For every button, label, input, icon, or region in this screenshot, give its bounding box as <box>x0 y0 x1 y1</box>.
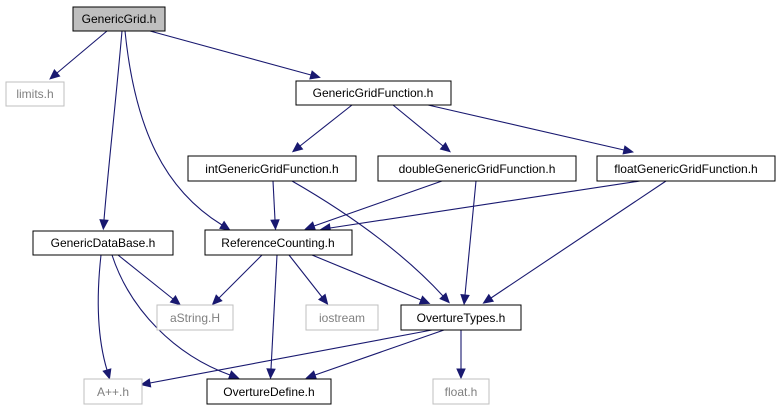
node-label: intGenericGridFunction.h <box>205 162 338 176</box>
node-label: floatGenericGridFunction.h <box>614 162 757 176</box>
nodes-layer: GenericGrid.h limits.h GenericGridFuncti… <box>5 6 776 405</box>
edge-line <box>314 329 445 376</box>
node-iostream[interactable]: iostream <box>305 304 379 331</box>
edge-referencecounting-to-overturetypes <box>311 254 431 305</box>
edge-line <box>56 30 108 74</box>
node-overturetypes[interactable]: OvertureTypes.h <box>400 304 522 331</box>
edge-line <box>149 30 312 76</box>
edge-intgenericgridfunction-to-referencecounting <box>270 180 280 231</box>
edge-genericgridfunction-to-doublegenericgridfunction <box>392 104 451 153</box>
edge-line <box>288 254 323 298</box>
edge-referencecounting-to-overturedefine <box>266 254 278 380</box>
edge-referencecounting-to-iostream <box>288 254 329 306</box>
node-overturedefine[interactable]: OvertureDefine.h <box>206 378 332 405</box>
node-label: aString.H <box>170 311 220 325</box>
arrowhead-icon <box>439 141 451 153</box>
edge-line <box>427 104 625 151</box>
edge-line <box>117 254 174 300</box>
edge-genericgridfunction-to-floatgenericgridfunction <box>427 104 635 155</box>
edge-floatgenericgridfunction-to-overturetypes <box>482 180 667 304</box>
node-label: float.h <box>445 385 478 399</box>
node-genericgrid[interactable]: GenericGrid.h <box>72 6 166 32</box>
node-aplusplus[interactable]: A++.h <box>83 378 143 405</box>
edge-line <box>218 254 263 299</box>
arrowhead-icon <box>456 368 466 380</box>
node-genericgridfunction[interactable]: GenericGridFunction.h <box>295 80 452 106</box>
edge-line <box>149 329 433 384</box>
node-doublegenericgridfunction[interactable]: doubleGenericGridFunction.h <box>377 155 577 182</box>
edge-referencecounting-to-astring <box>211 254 263 306</box>
edge-doublegenericgridfunction-to-referencecounting <box>304 180 443 231</box>
arrowhead-icon <box>439 292 450 304</box>
node-label: GenericDataBase.h <box>51 236 156 250</box>
edge-line <box>291 180 444 297</box>
node-label: iostream <box>319 311 365 325</box>
node-intgenericgridfunction[interactable]: intGenericGridFunction.h <box>187 155 357 182</box>
node-genericdatabase[interactable]: GenericDataBase.h <box>32 230 174 256</box>
edge-overturetypes-to-float <box>456 330 466 380</box>
arrowhead-icon <box>482 293 495 304</box>
edge-line <box>97 254 108 371</box>
arrowhead-icon <box>304 221 317 231</box>
arrowhead-icon <box>169 294 181 306</box>
node-label: OvertureDefine.h <box>223 385 314 399</box>
arrowhead-icon <box>418 295 431 305</box>
edge-genericgrid-to-genericgridfunction <box>149 30 321 80</box>
node-label: GenericGrid.h <box>82 12 157 26</box>
arrowhead-icon <box>622 145 635 155</box>
edge-genericgrid-to-genericdatabase <box>99 30 123 231</box>
edges-layer <box>49 30 667 388</box>
edge-genericdatabase-to-aplusplus <box>97 254 112 380</box>
arrowhead-icon <box>49 68 61 80</box>
node-label: GenericGridFunction.h <box>313 86 434 100</box>
edge-line <box>103 30 123 221</box>
arrowhead-icon <box>102 368 112 380</box>
edge-intgenericgridfunction-to-overturetypes <box>291 180 450 304</box>
edge-line <box>124 30 223 226</box>
node-label: ReferenceCounting.h <box>221 236 334 250</box>
arrowhead-icon <box>305 370 318 380</box>
edge-genericgridfunction-to-intgenericgridfunction <box>291 104 353 153</box>
node-astring[interactable]: aString.H <box>156 304 234 331</box>
edge-line <box>311 254 422 301</box>
arrowhead-icon <box>317 293 329 306</box>
arrowhead-icon <box>211 294 223 306</box>
arrowhead-icon <box>460 294 470 306</box>
arrowhead-icon <box>270 219 280 231</box>
edge-genericgrid-to-limits <box>49 30 108 80</box>
edge-overturetypes-to-overturedefine <box>305 329 445 380</box>
edge-line <box>272 180 276 221</box>
edge-line <box>270 254 278 370</box>
edge-genericgrid-to-referencecounting <box>124 30 231 231</box>
arrowhead-icon <box>139 378 152 388</box>
edge-overturetypes-to-aplusplus <box>139 329 433 388</box>
arrowhead-icon <box>266 368 276 380</box>
node-referencecounting[interactable]: ReferenceCounting.h <box>204 229 353 256</box>
node-label: limits.h <box>16 87 53 101</box>
edge-line <box>392 104 444 147</box>
node-label: A++.h <box>97 385 129 399</box>
edge-genericdatabase-to-astring <box>117 254 181 306</box>
node-label: doubleGenericGridFunction.h <box>399 162 556 176</box>
edge-line <box>490 180 667 299</box>
arrowhead-icon <box>219 220 231 231</box>
arrowhead-icon <box>309 70 321 80</box>
arrowhead-icon <box>227 370 240 380</box>
edge-doublegenericgridfunction-to-overturetypes <box>460 180 477 306</box>
edge-line <box>313 180 443 227</box>
node-float[interactable]: float.h <box>432 378 490 405</box>
node-limits[interactable]: limits.h <box>5 81 65 107</box>
node-floatgenericgridfunction[interactable]: floatGenericGridFunction.h <box>596 155 776 182</box>
edge-line <box>299 104 353 147</box>
arrowhead-icon <box>99 219 109 231</box>
node-label: OvertureTypes.h <box>417 311 506 325</box>
arrowhead-icon <box>291 141 304 153</box>
edge-line <box>329 180 641 229</box>
edge-line <box>464 180 477 296</box>
